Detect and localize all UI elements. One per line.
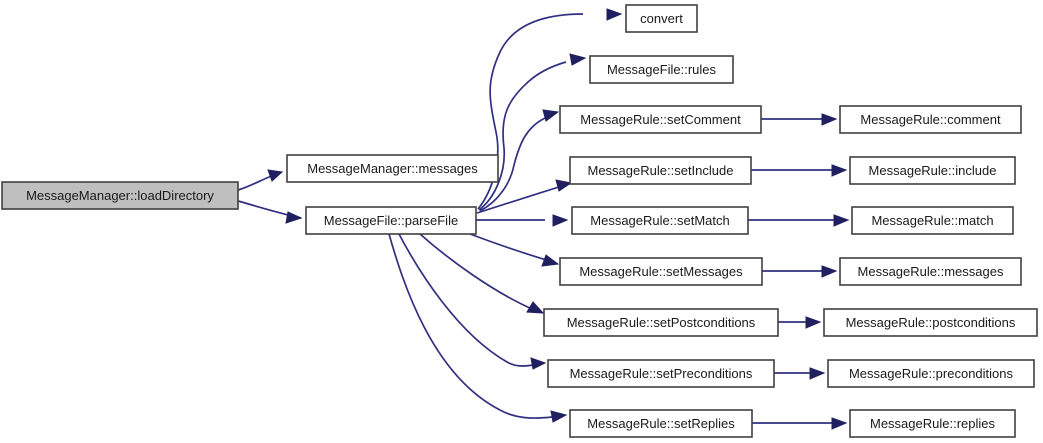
node-convert[interactable]: convert — [625, 4, 698, 33]
node-box[interactable] — [559, 257, 763, 286]
node-box[interactable] — [589, 55, 734, 84]
arrowhead-icon — [526, 301, 545, 314]
node-preconditions[interactable]: MessageRule::preconditions — [827, 359, 1035, 388]
node-box[interactable] — [827, 359, 1035, 388]
edge-parseFile-to-setPostconditions — [419, 233, 545, 314]
node-layer: MessageManager::loadDirectory MessageMana… — [1, 4, 1038, 438]
edge-loadDirectory-to-mmMessages — [237, 169, 284, 191]
node-setMessages[interactable]: MessageRule::setMessages — [559, 257, 763, 286]
edge-setComment-to-comment — [761, 113, 838, 126]
node-replies[interactable]: MessageRule::replies — [849, 409, 1016, 438]
edge-setMatch-to-match — [748, 214, 850, 227]
arrowhead-icon — [552, 214, 569, 227]
node-setPostconditions[interactable]: MessageRule::setPostconditions — [543, 308, 779, 337]
arrowhead-icon — [555, 179, 573, 192]
node-box[interactable] — [571, 206, 749, 235]
node-mrMessages[interactable]: MessageRule::messages — [839, 257, 1022, 286]
edge-setReplies-to-replies — [752, 417, 848, 430]
arrowhead-icon — [809, 367, 826, 380]
node-box[interactable] — [569, 156, 752, 185]
node-box[interactable] — [569, 409, 753, 438]
edge-parseFile-to-setPreconditions — [398, 233, 547, 370]
arrowhead-icon — [821, 265, 838, 278]
arrowhead-icon — [833, 214, 850, 227]
arrowhead-icon — [606, 8, 623, 21]
edge-line — [398, 233, 541, 367]
node-box[interactable] — [851, 206, 1014, 235]
node-setReplies[interactable]: MessageRule::setReplies — [569, 409, 753, 438]
edge-parseFile-to-mfRules — [478, 53, 587, 211]
node-postconditions[interactable]: MessageRule::postconditions — [823, 308, 1038, 337]
arrowhead-icon — [550, 410, 568, 423]
edge-line — [469, 233, 554, 263]
arrowhead-icon — [530, 357, 547, 370]
arrowhead-icon — [285, 211, 303, 224]
node-loadDirectory[interactable]: MessageManager::loadDirectory — [1, 181, 239, 210]
node-parseFile[interactable]: MessageFile::parseFile — [305, 206, 477, 235]
edge-setMessages-to-mrMessages — [762, 265, 838, 278]
node-box[interactable] — [849, 156, 1016, 185]
arrowhead-icon — [831, 164, 848, 177]
arrowhead-icon — [805, 316, 822, 329]
edge-setInclude-to-include — [751, 164, 848, 177]
edge-parseFile-to-setReplies — [388, 233, 568, 423]
node-box[interactable] — [1, 181, 239, 210]
node-box[interactable] — [625, 4, 698, 33]
edge-line — [478, 61, 567, 211]
edge-line — [419, 233, 540, 313]
edge-loadDirectory-to-parseFile — [237, 200, 303, 224]
node-box[interactable] — [839, 105, 1022, 134]
edge-setPostconditions-to-postconditions — [778, 316, 822, 329]
node-include[interactable]: MessageRule::include — [849, 156, 1016, 185]
arrowhead-icon — [267, 169, 284, 182]
edge-layer — [237, 8, 850, 430]
arrowhead-icon — [569, 53, 587, 66]
node-setMatch[interactable]: MessageRule::setMatch — [571, 206, 749, 235]
edge-line — [388, 233, 553, 419]
edge-setPreconditions-to-preconditions — [774, 367, 826, 380]
arrowhead-icon — [821, 113, 838, 126]
edge-parseFile-to-setMessages — [469, 233, 560, 267]
node-box[interactable] — [305, 206, 477, 235]
node-box[interactable] — [559, 105, 762, 134]
node-mfRules[interactable]: MessageFile::rules — [589, 55, 734, 84]
edge-parseFile-to-setMatch — [476, 214, 569, 227]
edge-parseFile-to-setComment — [479, 109, 560, 212]
node-match[interactable]: MessageRule::match — [851, 206, 1014, 235]
edge-parseFile-to-setInclude — [476, 179, 573, 214]
node-setComment[interactable]: MessageRule::setComment — [559, 105, 762, 134]
node-mmMessages[interactable]: MessageManager::messages — [286, 154, 499, 183]
arrowhead-icon — [542, 109, 560, 122]
node-setPreconditions[interactable]: MessageRule::setPreconditions — [547, 359, 775, 388]
arrowhead-icon — [541, 254, 560, 267]
node-box[interactable] — [286, 154, 499, 183]
node-comment[interactable]: MessageRule::comment — [839, 105, 1022, 134]
node-box[interactable] — [543, 308, 779, 337]
node-box[interactable] — [823, 308, 1038, 337]
arrowhead-icon — [831, 417, 848, 430]
node-box[interactable] — [849, 409, 1016, 438]
node-box[interactable] — [547, 359, 775, 388]
node-box[interactable] — [839, 257, 1022, 286]
node-setInclude[interactable]: MessageRule::setInclude — [569, 156, 752, 185]
